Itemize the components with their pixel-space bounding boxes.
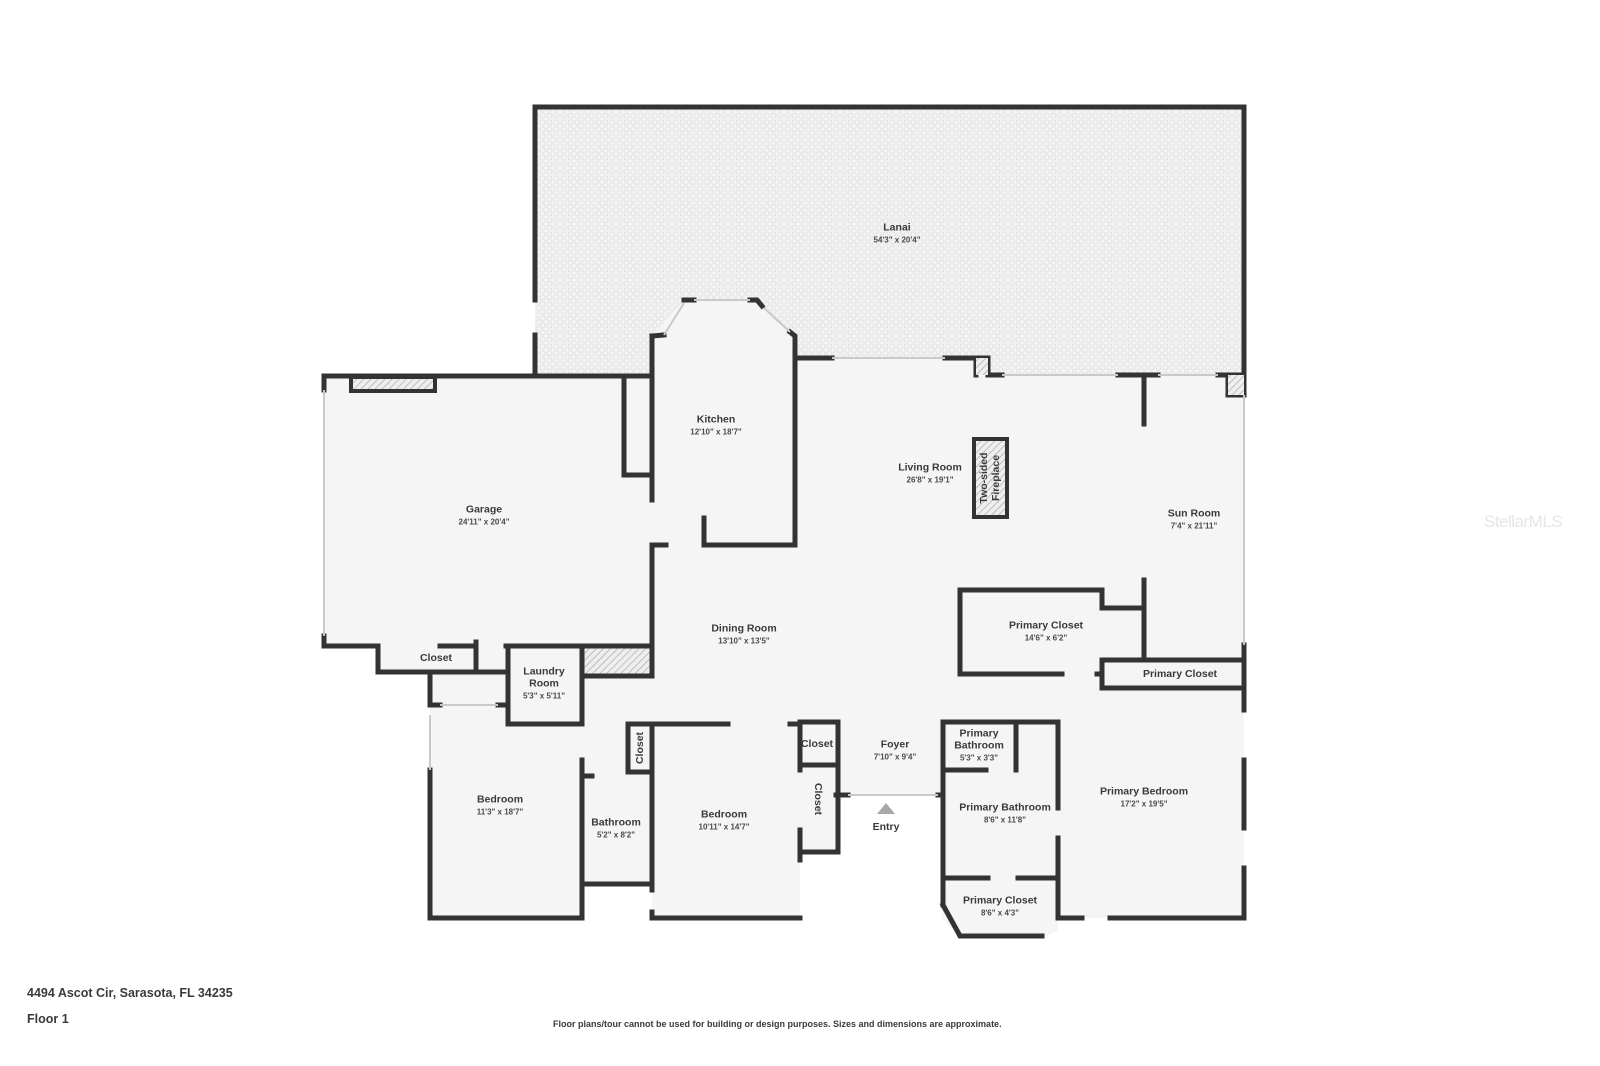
- room-name: Closet: [419, 651, 453, 664]
- room-name: Bathroom: [591, 816, 641, 829]
- room-garage-closet: Closet: [420, 652, 452, 664]
- room-sun-room: Sun Room 7'4" x 21'11": [1168, 507, 1221, 530]
- walls: [321, 104, 1247, 939]
- disclaimer-text: Floor plans/tour cannot be used for buil…: [553, 1019, 1002, 1029]
- room-primary-bathroom: Primary Bathroom 8'6" x 11'8": [959, 801, 1051, 824]
- room-dimensions: 7'4" x 21'11": [1170, 521, 1218, 531]
- room-name: Bedroom: [700, 808, 748, 821]
- room-name: Foyer: [880, 738, 910, 751]
- room-dimensions: 14'6" x 6'2": [1024, 633, 1068, 643]
- room-name: Closet: [812, 782, 825, 816]
- fireplace-name: Two-sided: [977, 452, 990, 504]
- room-lanai: Lanai 54'3" x 20'4": [874, 221, 921, 244]
- room-name: Laundry: [523, 665, 565, 678]
- room-dimensions: 26'8" x 19'1": [906, 475, 954, 485]
- fireplace-box: [972, 437, 1009, 519]
- room-bedroom-2-closet-b: Closet: [812, 783, 824, 815]
- entry-arrow-icon: [877, 803, 895, 814]
- room-dimensions: 13'10" x 13'5": [718, 636, 770, 646]
- room-name: Closet: [800, 737, 834, 750]
- room-name: Garage: [465, 503, 503, 516]
- room-dimensions: 54'3" x 20'4": [873, 235, 921, 245]
- room-bathroom: Bathroom 5'2" x 8'2": [591, 816, 641, 839]
- room-name: Primary Closet: [1142, 667, 1218, 680]
- room-name: Primary Closet: [962, 894, 1038, 907]
- room-name: Living Room: [898, 461, 962, 474]
- room-bedroom-1: Bedroom 11'3" x 18'7": [477, 793, 524, 816]
- room-name: Lanai: [883, 221, 911, 234]
- room-name: Primary Bathroom: [959, 801, 1051, 814]
- room-laundry: Laundry Room 5'3" x 5'11": [523, 665, 565, 700]
- room-name: Kitchen: [696, 413, 736, 426]
- room-hall-closet: Closet: [634, 732, 646, 764]
- room-living-room: Living Room 26'8" x 19'1": [898, 461, 962, 484]
- interior-floor: [324, 300, 1244, 936]
- room-bedroom-2: Bedroom 10'11" x 14'7": [699, 808, 750, 831]
- room-name-line2: Bathroom: [954, 739, 1004, 752]
- lanai-area: [535, 107, 1244, 375]
- room-primary-bathroom-small: Primary Bathroom 5'3" x 3'3": [954, 727, 1004, 762]
- floor-label: Floor 1: [27, 1012, 69, 1026]
- room-dimensions: 5'3" x 3'3": [959, 753, 999, 763]
- property-address: 4494 Ascot Cir, Sarasota, FL 34235: [27, 986, 233, 1000]
- room-name: Bedroom: [476, 793, 524, 806]
- room-dimensions: 17'2" x 19'5": [1120, 799, 1168, 809]
- room-bedroom-2-closet-a: Closet: [801, 738, 833, 750]
- fireplace-label: Two-sided Fireplace: [978, 452, 1002, 503]
- room-dimensions: 10'11" x 14'7": [698, 822, 750, 832]
- room-dimensions: 5'2" x 8'2": [596, 830, 636, 840]
- room-dining-room: Dining Room 13'10" x 13'5": [711, 622, 776, 645]
- room-name: Sun Room: [1167, 507, 1221, 520]
- room-primary-closet-3: Primary Closet 8'6" x 4'3": [963, 894, 1037, 917]
- room-dimensions: 8'6" x 11'8": [983, 815, 1027, 825]
- room-primary-bedroom: Primary Bedroom 17'2" x 19'5": [1100, 785, 1188, 808]
- entry-label: Entry: [873, 821, 900, 833]
- room-dimensions: 7'10" x 9'4": [873, 752, 917, 762]
- room-primary-closet-1: Primary Closet 14'6" x 6'2": [1009, 619, 1083, 642]
- watermark-logo: StellarMLS: [1484, 512, 1563, 531]
- room-name: Primary: [959, 727, 999, 740]
- room-name: Dining Room: [711, 622, 777, 635]
- fireplace-name-line2: Fireplace: [990, 454, 1002, 502]
- room-name: Primary Bedroom: [1099, 785, 1189, 798]
- room-dimensions: 24'11" x 20'4": [458, 517, 510, 527]
- room-name-line2: Room: [529, 677, 559, 690]
- room-kitchen: Kitchen 12'10" x 18'7": [690, 413, 741, 436]
- room-foyer: Foyer 7'10" x 9'4": [874, 738, 917, 761]
- room-name: Closet: [633, 731, 646, 765]
- room-garage: Garage 24'11" x 20'4": [459, 503, 510, 526]
- room-dimensions: 12'10" x 18'7": [690, 427, 742, 437]
- room-dimensions: 8'6" x 4'3": [980, 908, 1020, 918]
- room-primary-closet-2: Primary Closet: [1143, 668, 1217, 680]
- room-dimensions: 11'3" x 18'7": [476, 807, 524, 817]
- room-name: Entry: [872, 820, 900, 833]
- room-name: Primary Closet: [1008, 619, 1084, 632]
- room-dimensions: 5'3" x 5'11": [522, 691, 566, 701]
